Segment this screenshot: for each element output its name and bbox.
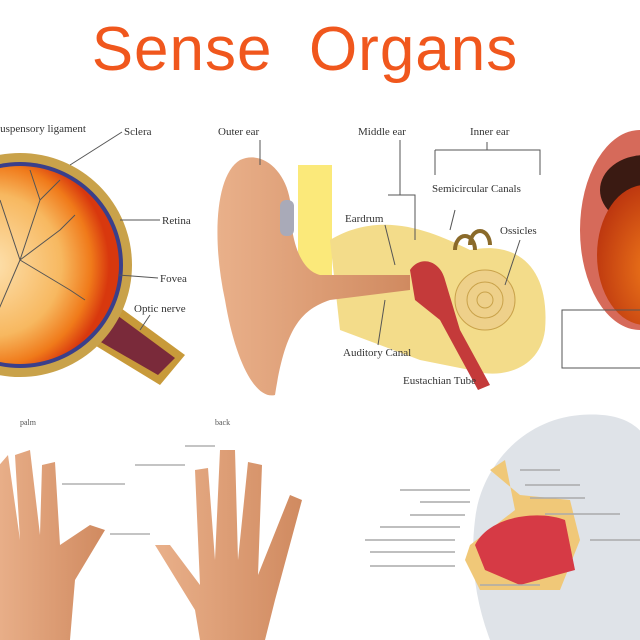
label-retina: Retina: [162, 215, 191, 227]
label-sclera: Sclera: [124, 126, 152, 138]
leader-line: [384, 224, 396, 266]
ear-cartilage: [280, 200, 294, 236]
leader-line: [69, 131, 123, 166]
label-suspensory-ligament: Suspensory ligament: [0, 123, 86, 135]
hands-diagram: palm back: [0, 418, 302, 640]
leader-line: [117, 274, 159, 279]
semicircular-canals: [453, 229, 492, 251]
label-middle-ear: Middle ear: [358, 126, 406, 138]
eye-retina: [0, 166, 119, 364]
nasal-cavity: [475, 515, 575, 585]
label-outer-ear: Outer ear: [218, 126, 260, 138]
leader-line: [377, 299, 386, 346]
hand-label-lines: [62, 445, 215, 535]
eye-diagram: Suspensory ligament Sclera Retina Fovea …: [0, 123, 191, 385]
ear-diagram: Outer ear Middle ear Inner ear Semicircu…: [217, 126, 546, 396]
nose-label-lines: [365, 469, 640, 586]
inner-ear-bracket: [434, 142, 541, 175]
cochlea: [454, 269, 516, 331]
palm-hand: [0, 450, 105, 640]
tongue-label-box: [561, 309, 640, 369]
page-title: Sense Organs: [91, 15, 519, 84]
nose-diagram: [365, 414, 640, 640]
label-palm: palm: [20, 418, 37, 427]
label-ossicles: Ossicles: [500, 225, 537, 237]
back-hand: [155, 450, 302, 640]
leader-line: [388, 140, 416, 240]
retina-blood-vessels: [0, 169, 86, 308]
cochlea-ring: [466, 281, 504, 319]
label-eustachian-tube: Eustachian Tube: [403, 375, 476, 387]
leader-line: [139, 314, 151, 331]
tongue-diagram: [561, 130, 640, 369]
leader-line: [504, 239, 521, 286]
label-fovea: Fovea: [160, 273, 187, 285]
label-eardrum: Eardrum: [345, 213, 384, 225]
leader-line: [449, 209, 456, 231]
middle-ear-cavity: [410, 261, 490, 390]
label-auditory-canal: Auditory Canal: [343, 347, 411, 359]
label-optic-nerve: Optic nerve: [134, 303, 186, 315]
label-semicircular-canals: Semicircular Canals: [432, 183, 521, 195]
label-inner-ear: Inner ear: [470, 126, 510, 138]
label-back: back: [215, 418, 230, 427]
cochlea-ring: [476, 291, 494, 309]
tongue: [597, 185, 640, 325]
outer-ear: [217, 157, 410, 396]
